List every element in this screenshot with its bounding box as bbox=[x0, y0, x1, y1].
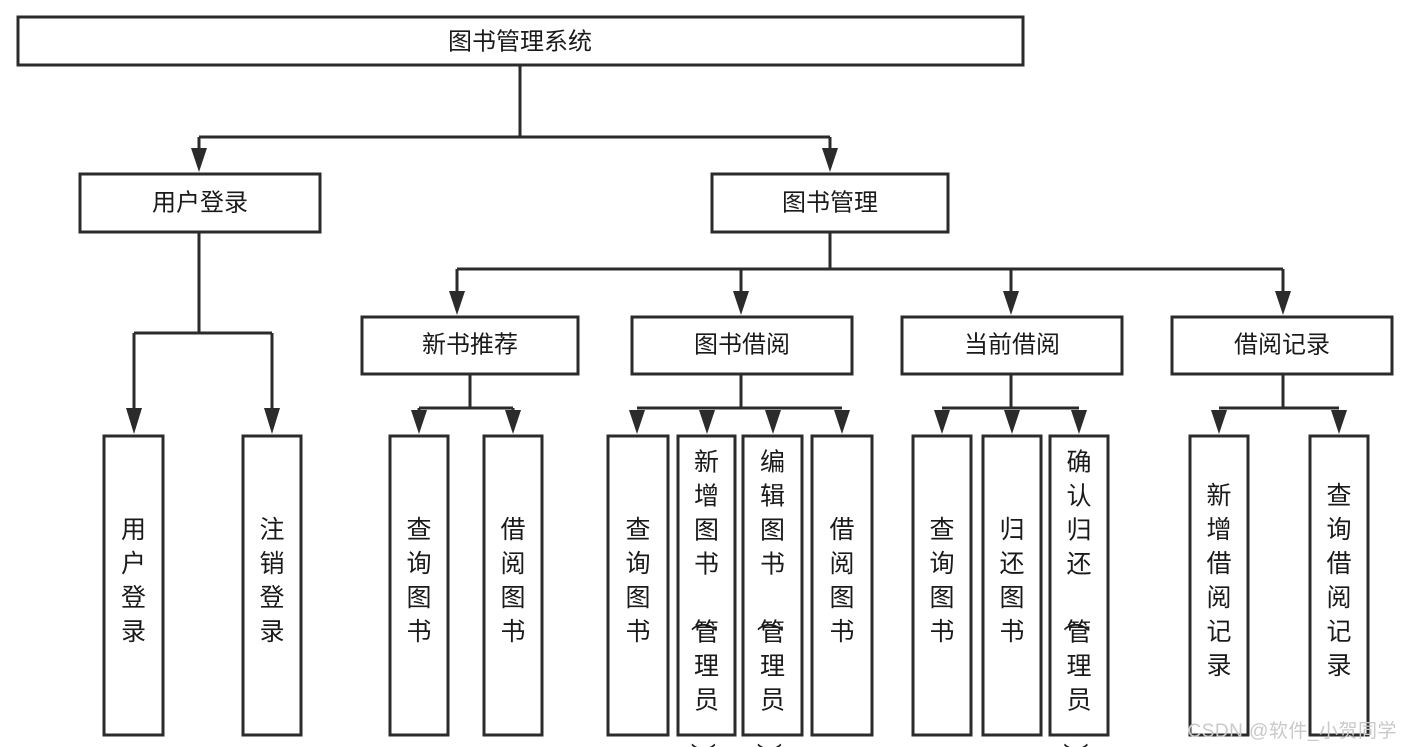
arrowhead-nb-borrow-book bbox=[505, 410, 521, 434]
leaf-node[interactable]: 归还图书 bbox=[981, 434, 1043, 737]
leaf-label: 新增图书（管理员） bbox=[688, 449, 719, 747]
leaf-label: 借阅图书 bbox=[829, 516, 854, 646]
node-new-book-recommend[interactable]: 新书推荐 bbox=[360, 315, 580, 376]
leaf-label: 查询借阅记录 bbox=[1326, 482, 1351, 680]
leaf-label: 归还图书 bbox=[999, 516, 1024, 646]
arrowhead-book-borrow bbox=[733, 291, 749, 315]
node-borrow-record[interactable]: 借阅记录 bbox=[1170, 315, 1394, 376]
new-book-recommend-box[interactable] bbox=[360, 315, 580, 376]
arrowhead-new-book-recommend bbox=[449, 291, 465, 315]
arrowhead-cb-query-book bbox=[934, 410, 950, 434]
arrowhead-leaf-logout bbox=[264, 408, 280, 434]
arrowhead-bb-edit-book bbox=[765, 410, 781, 434]
arrowhead-bb-add-book bbox=[699, 410, 715, 434]
borrow-record-box[interactable] bbox=[1170, 315, 1394, 376]
leaf-node[interactable]: 查询图书 bbox=[388, 434, 450, 737]
leaf-node[interactable]: 借阅图书 bbox=[482, 434, 544, 737]
leaf-box[interactable] bbox=[102, 434, 165, 737]
leaf-box[interactable] bbox=[911, 434, 973, 737]
leaf-box[interactable] bbox=[981, 434, 1043, 737]
root-label: 图书管理系统 bbox=[448, 28, 592, 55]
arrowhead-bb-query-book bbox=[629, 410, 645, 434]
arrowhead-nb-query-book bbox=[411, 410, 427, 434]
leaf-node[interactable]: 用户登录 bbox=[102, 434, 165, 737]
user-login-box[interactable] bbox=[78, 172, 322, 234]
current-borrow-label: 当前借阅 bbox=[964, 331, 1060, 358]
book-borrow-label: 图书借阅 bbox=[694, 331, 790, 358]
leaf-label: 查询图书 bbox=[406, 516, 431, 646]
new-book-recommend-label: 新书推荐 bbox=[422, 331, 518, 358]
current-borrow-box[interactable] bbox=[900, 315, 1124, 376]
leaf-node[interactable]: 借阅图书 bbox=[810, 434, 874, 737]
leaf-box[interactable] bbox=[810, 434, 874, 737]
leaf-label: 新增借阅记录 bbox=[1206, 482, 1231, 680]
connector-layer bbox=[126, 65, 1347, 434]
leaf-node[interactable]: 注销登录 bbox=[241, 434, 303, 737]
node-root-system[interactable]: 图书管理系统 bbox=[16, 15, 1025, 67]
leaf-box[interactable] bbox=[1048, 434, 1110, 737]
leaf-box[interactable] bbox=[606, 434, 670, 737]
arrowhead-br-add-record bbox=[1211, 410, 1227, 434]
leaf-node[interactable]: 查询借阅记录 bbox=[1308, 434, 1370, 737]
leaf-label: 注销登录 bbox=[259, 516, 284, 646]
node-book-management[interactable]: 图书管理 bbox=[710, 172, 950, 234]
leaf-box[interactable] bbox=[482, 434, 544, 737]
arrowhead-leaf-user-login bbox=[126, 408, 142, 434]
leaf-box[interactable] bbox=[388, 434, 450, 737]
leaf-node[interactable]: 新增借阅记录 bbox=[1188, 434, 1250, 737]
leaf-node[interactable]: 确认归还（管理员） bbox=[1048, 434, 1110, 747]
arrowhead-bb-borrow-book bbox=[834, 410, 850, 434]
arrowhead-book-manage bbox=[822, 148, 838, 172]
arrowhead-borrow-record bbox=[1275, 291, 1291, 315]
leaf-node[interactable]: 新增图书（管理员） bbox=[676, 434, 737, 747]
user-login-label: 用户登录 bbox=[152, 189, 248, 216]
arrowhead-br-query-record bbox=[1331, 410, 1347, 434]
leaf-box[interactable] bbox=[241, 434, 303, 737]
watermark-text: CSDN @软件_小贺同学 bbox=[1187, 721, 1397, 742]
arrowhead-cb-return-book bbox=[1004, 410, 1020, 434]
leaf-label: 确认归还（管理员） bbox=[1060, 449, 1091, 747]
node-user-login[interactable]: 用户登录 bbox=[78, 172, 322, 234]
leaf-label: 用户登录 bbox=[121, 516, 146, 646]
leaf-label: 查询图书 bbox=[929, 516, 954, 646]
node-current-borrow[interactable]: 当前借阅 bbox=[900, 315, 1124, 376]
leaf-box[interactable] bbox=[676, 434, 737, 737]
leaf-label: 编辑图书（管理员） bbox=[754, 449, 785, 747]
leaf-node[interactable]: 查询图书 bbox=[606, 434, 670, 737]
leaf-node[interactable]: 查询图书 bbox=[911, 434, 973, 737]
book-management-box[interactable] bbox=[710, 172, 950, 234]
leaf-box[interactable] bbox=[1308, 434, 1370, 737]
borrow-record-label: 借阅记录 bbox=[1234, 331, 1330, 358]
leaf-box[interactable] bbox=[741, 434, 804, 737]
book-borrow-box[interactable] bbox=[630, 315, 854, 376]
node-book-borrow[interactable]: 图书借阅 bbox=[630, 315, 854, 376]
leaf-label: 借阅图书 bbox=[500, 516, 525, 646]
leaf-node-layer: 用户登录 注销登录 查询图书 借阅图书 查询图书 新增图书（管理员） 编辑图书（管理员） 借阅… bbox=[102, 434, 1370, 747]
book-management-label: 图书管理 bbox=[782, 189, 878, 216]
root-box[interactable] bbox=[16, 15, 1025, 67]
arrowhead-cb-confirm-return bbox=[1071, 410, 1087, 434]
leaf-label: 查询图书 bbox=[625, 516, 650, 646]
leaf-box[interactable] bbox=[1188, 434, 1250, 737]
arrowhead-user-login bbox=[191, 148, 207, 172]
leaf-node[interactable]: 编辑图书（管理员） bbox=[741, 434, 804, 747]
arrowhead-current-borrow bbox=[1003, 291, 1019, 315]
